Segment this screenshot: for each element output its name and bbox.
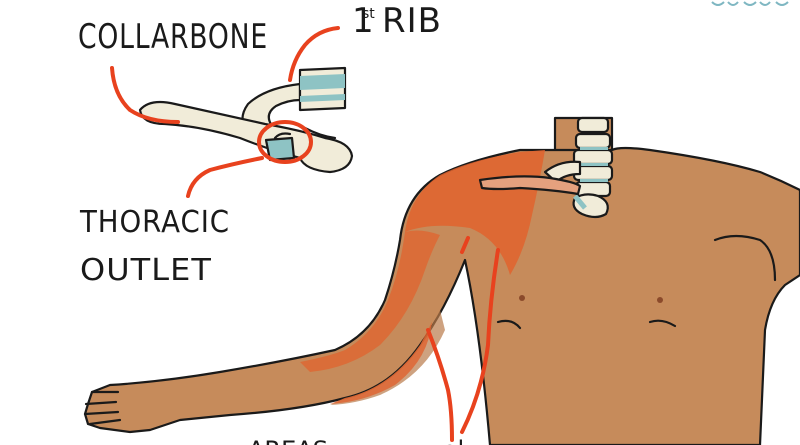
label-bottom-left: AREAS <box>248 436 328 445</box>
label-first-rib-superscript: st <box>362 6 375 22</box>
nipple-left <box>519 295 525 301</box>
label-first-rib: 1 st RIB <box>352 1 442 41</box>
pain-area-arm <box>300 230 440 372</box>
areas-pointer-3 <box>460 236 470 254</box>
torso <box>83 146 800 445</box>
brand-logo-icon <box>711 1 789 6</box>
label-first-rib-number: 1 <box>352 1 375 41</box>
costoclavicular-space <box>264 136 296 162</box>
label-outlet: OUTLET <box>80 253 212 288</box>
nipple-right <box>657 297 663 303</box>
pain-area-forearm <box>330 322 432 404</box>
first-rib-pointer <box>288 26 340 82</box>
areas-pointer-2 <box>460 248 500 434</box>
cervical-spine <box>543 116 614 219</box>
areas-pointer-1 <box>426 328 454 442</box>
label-collarbone: COLLARBONE <box>78 17 268 57</box>
collarbone-pointer <box>110 66 180 124</box>
label-bottom-right: ...ak <box>420 436 472 445</box>
collarbone-bone <box>138 100 354 174</box>
collarbone-on-body <box>478 175 582 196</box>
thoracic-outlet-pointer <box>186 156 264 198</box>
label-thoracic: THORACIC <box>79 205 230 240</box>
label-first-rib-word: RIB <box>382 1 442 41</box>
annotation-lines <box>110 26 500 442</box>
thoracic-outlet-circle <box>257 120 313 164</box>
bone-detail-inset <box>138 66 354 174</box>
